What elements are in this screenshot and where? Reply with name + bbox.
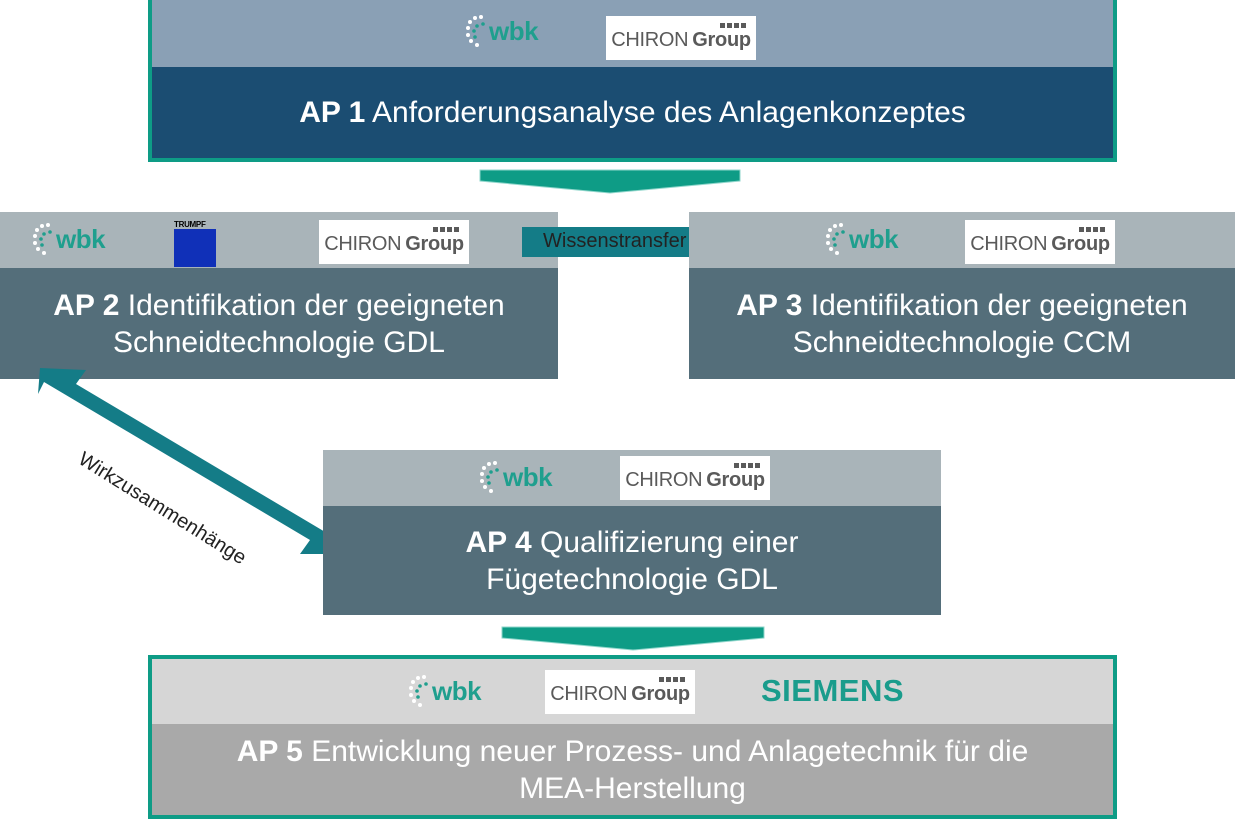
down-arrow-2 (501, 626, 765, 651)
wbk-logo: wbk (408, 672, 482, 710)
ap5-title-text: Entwicklung neuer Prozess- und Anlagetec… (311, 734, 1029, 805)
wbk-arc-icon (466, 15, 485, 47)
knowledge-transfer-label: Wissenstransfer (543, 230, 687, 252)
siemens-logo: SIEMENS (761, 673, 905, 708)
ap2-title: AP 2 Identifikation der geeigneten Schne… (0, 268, 558, 379)
knowledge-transfer-arrow (522, 215, 742, 269)
ap2-title-text: Identifikation der geeigneten Schneidtec… (113, 288, 505, 359)
trumpf-blue-square (174, 229, 216, 267)
chiron-squares-icon (1079, 227, 1105, 232)
trumpf-logo: TRUMPF (174, 220, 216, 267)
wbk-arc-icon (409, 675, 428, 707)
wbk-arc-icon (33, 223, 52, 255)
ap2-id: AP 2 (53, 288, 120, 322)
ap5-id: AP 5 (236, 734, 303, 768)
ap1-title-text: Anforderungsanalyse des Anlagenkonzeptes (372, 96, 966, 129)
ap3-title: AP 3 Identifikation der geeigneten Schne… (689, 268, 1235, 379)
ap1-id: AP 1 (299, 96, 366, 129)
wbk-wordmark: wbk (849, 223, 899, 254)
wbk-arc-icon (480, 461, 499, 493)
down-arrow-1 (479, 169, 741, 194)
ap4-title: AP 4 Qualifizierung einer Fügetechnologi… (323, 506, 941, 615)
chiron-squares-icon (734, 463, 760, 468)
wbk-wordmark: wbk (432, 675, 482, 706)
ap3-id: AP 3 (736, 288, 803, 322)
chiron-squares-icon (659, 677, 685, 682)
wbk-logo: wbk (479, 458, 553, 496)
chiron-squares-icon (720, 23, 746, 28)
wbk-logo: wbk (32, 220, 106, 258)
ap3-title-text: Identifikation der geeigneten Schneidtec… (792, 288, 1188, 359)
wbk-arc-icon (826, 223, 845, 255)
wbk-wordmark: wbk (489, 15, 539, 46)
wbk-logo: wbk (465, 12, 539, 50)
ap1-title: AP 1 Anforderungsanalyse des Anlagenkonz… (152, 67, 1113, 158)
wbk-wordmark: wbk (503, 461, 553, 492)
wbk-logo: wbk (825, 220, 899, 258)
ap4-id: AP 4 (465, 525, 532, 559)
interactions-arrow (38, 368, 348, 554)
ap5-title: AP 5 Entwicklung neuer Prozess- und Anla… (152, 724, 1113, 815)
ap4-title-text: Qualifizierung einer Fügetechnologie GDL (486, 525, 799, 596)
chiron-squares-icon (433, 227, 459, 232)
wbk-wordmark: wbk (56, 223, 106, 254)
